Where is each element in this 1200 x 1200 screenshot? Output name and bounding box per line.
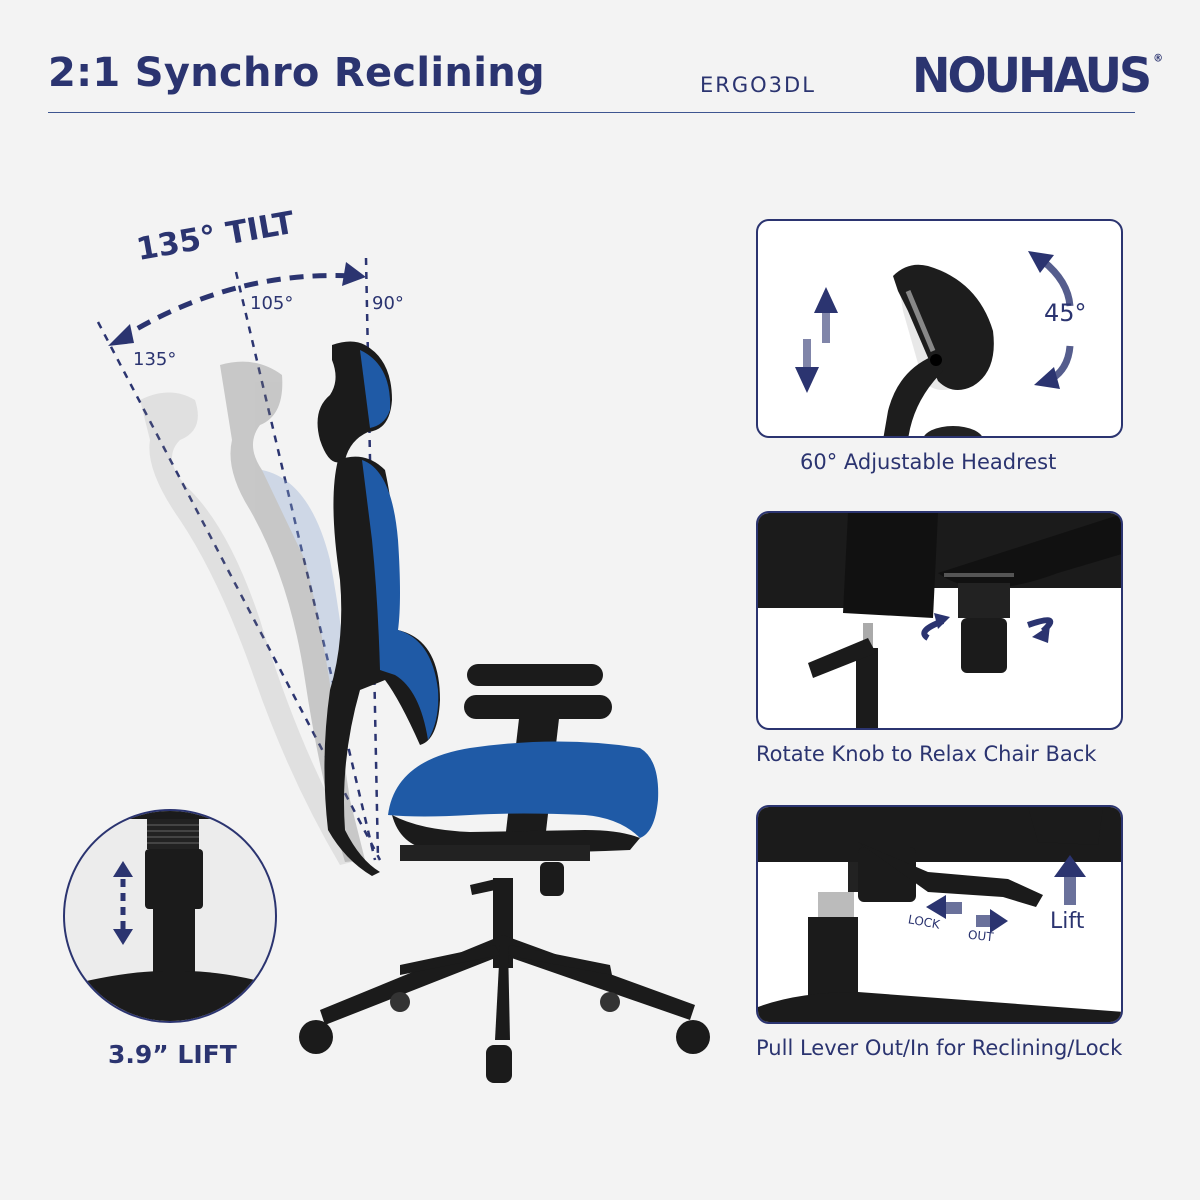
arrow-head-left-icon xyxy=(108,324,134,346)
arrow-lift-icon xyxy=(1054,855,1086,877)
registered-mark: ® xyxy=(1153,52,1164,65)
caster-wheel xyxy=(390,992,410,1012)
rotate-arrow-right-icon xyxy=(1032,625,1050,643)
caster-wheel xyxy=(676,1020,710,1054)
backrest-mesh xyxy=(362,460,439,740)
headrest-angle-annotation: 45° xyxy=(1044,299,1087,327)
armrest-near xyxy=(464,695,612,719)
brand-logo: NOUHAUS® xyxy=(912,46,1163,104)
feature-panel-headrest: 45° xyxy=(756,219,1123,438)
caster-wheel xyxy=(600,992,620,1012)
rotate-arrow-up-icon xyxy=(1028,251,1054,273)
angle-label-105: 105° xyxy=(250,293,294,314)
angle-label-90: 90° xyxy=(372,293,404,314)
seat-mesh xyxy=(388,741,659,838)
knob xyxy=(145,849,203,909)
page-title: 2:1 Synchro Reclining xyxy=(48,50,545,96)
chair-ghost-135 xyxy=(140,392,360,865)
star-base xyxy=(758,992,1121,1022)
caster-wheel xyxy=(486,1045,512,1083)
arrow-down-icon xyxy=(113,929,133,945)
thread xyxy=(147,819,199,849)
lift-annotation: Lift xyxy=(1050,909,1085,934)
model-number: ERGO3DL xyxy=(700,73,816,97)
angle-line-105 xyxy=(234,271,377,861)
armrest-post xyxy=(843,513,938,618)
knob-thread xyxy=(958,583,1010,618)
arrow-down-icon xyxy=(795,367,819,393)
arrow-out-icon xyxy=(990,909,1008,933)
cylinder-chrome xyxy=(818,892,854,917)
rotate-arrow-left-icon xyxy=(934,613,950,629)
arrow-up-icon xyxy=(113,861,133,877)
recline-lever xyxy=(858,842,1043,907)
header-divider xyxy=(48,112,1135,113)
tilt-mechanism xyxy=(400,845,590,861)
lift-detail-circle xyxy=(63,809,277,1023)
arrow-lock-icon xyxy=(926,895,946,919)
headrest-arm xyxy=(883,356,943,436)
arrow-head-right-icon xyxy=(342,262,366,286)
caption-knob: Rotate Knob to Relax Chair Back xyxy=(756,742,1097,766)
out-annotation: OUT xyxy=(967,927,995,945)
lift-label: 3.9” LIFT xyxy=(108,1040,237,1069)
height-lever xyxy=(808,638,876,678)
feature-panel-knob xyxy=(756,511,1123,730)
caster-wheel xyxy=(299,1020,333,1054)
feature-panel-lever: LOCK OUT Lift xyxy=(756,805,1123,1024)
tilt-arc xyxy=(116,273,353,343)
caption-headrest: 60° Adjustable Headrest xyxy=(800,450,1057,474)
tilt-arc-diagram xyxy=(96,257,710,1083)
rotate-arrow-down-icon xyxy=(1034,367,1060,389)
gas-cylinder xyxy=(856,648,878,728)
brand-name: NOUHAUS xyxy=(912,46,1152,104)
headrest xyxy=(893,264,994,390)
angle-label-135: 135° xyxy=(133,349,177,370)
arrow-up-icon xyxy=(814,287,838,313)
seat-base xyxy=(392,815,640,853)
caption-lever: Pull Lever Out/In for Reclining/Lock xyxy=(756,1036,1123,1060)
chair-main xyxy=(317,341,440,876)
tension-knob xyxy=(961,618,1007,673)
armrest-far xyxy=(467,664,603,686)
cylinder xyxy=(153,909,195,975)
tension-knob xyxy=(540,862,564,896)
